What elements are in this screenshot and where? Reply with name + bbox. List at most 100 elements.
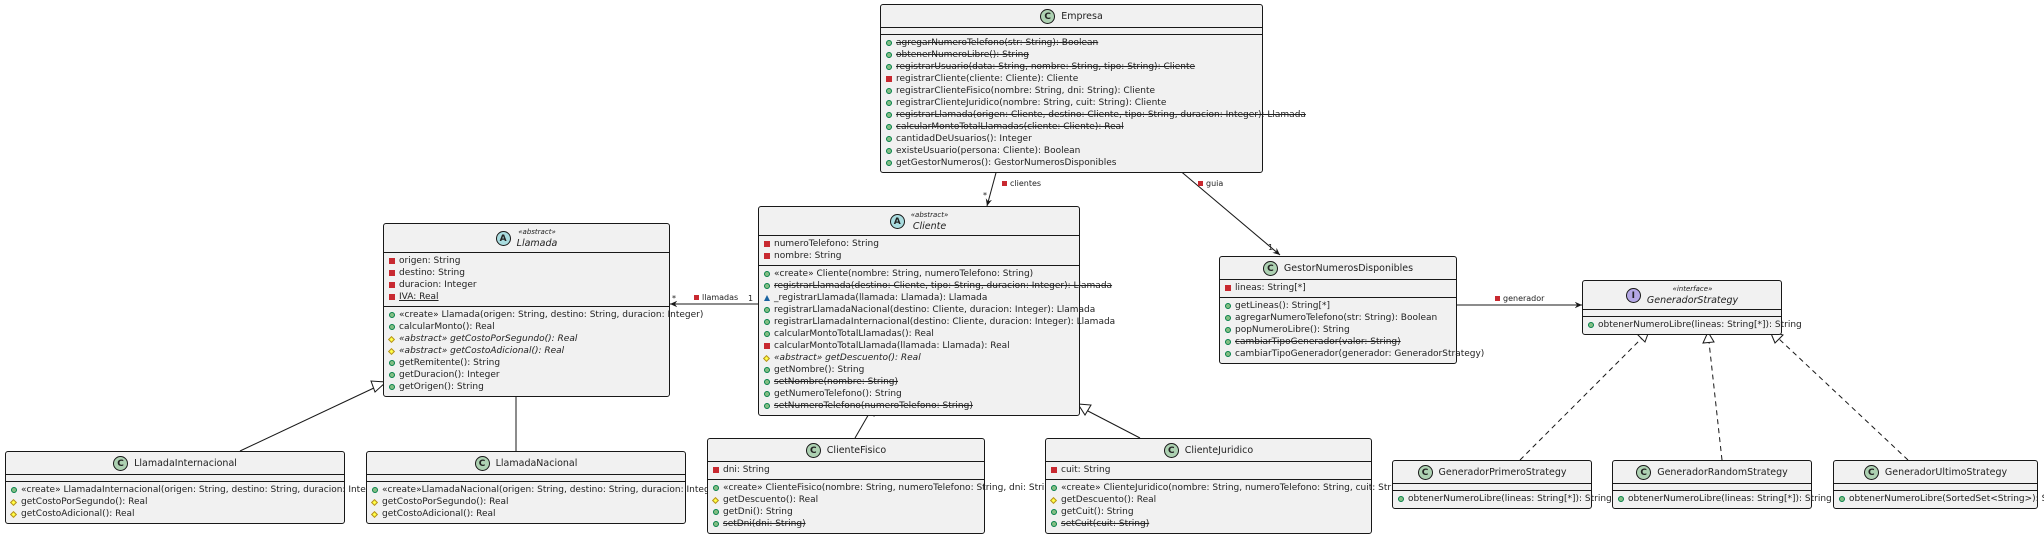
method-text: calcularMontoTotalLlamada(llamada: Llama… <box>774 341 1010 351</box>
method-text: getCostoPorSegundo(): Real <box>21 497 148 507</box>
method-row: «abstract» getCostoAdicional(): Real <box>384 345 669 357</box>
method-row: «create»LlamadaNacional(origen: String, … <box>367 484 722 496</box>
attribute-row: duracion: Integer <box>384 279 669 291</box>
method-text: setDni(dni: String) <box>723 519 806 529</box>
method-row: getDni(): String <box>708 506 984 518</box>
method-text: agregarNumeroTelefono(str: String): Bool… <box>1235 313 1438 323</box>
public-visibility-icon <box>886 40 892 46</box>
method-text: calcularMontoTotalLlamadas(): Real <box>774 329 934 339</box>
method-row: registrarLlamada(destino: Cliente, tipo:… <box>759 280 1112 292</box>
class-name: GeneradorPrimeroStrategy <box>1438 466 1567 478</box>
class-icon: C <box>1040 8 1056 24</box>
method-row: registrarClienteJuridico(nombre: String,… <box>881 97 1262 109</box>
private-visibility-icon <box>764 253 770 259</box>
method-row: getNumeroTelefono(): String <box>759 388 1079 400</box>
method-row: registrarLlamada(origen: Cliente, destin… <box>881 109 1306 121</box>
public-visibility-icon <box>886 100 892 106</box>
edge-label-llamadas: llamadas <box>694 293 738 302</box>
method-text: setNumeroTelefono(numeroTelefono: String… <box>774 401 973 411</box>
method-text: getNumeroTelefono(): String <box>774 389 902 399</box>
attribute-text: lineas: String[*] <box>1235 283 1306 293</box>
abstract-class-icon: A <box>495 230 511 246</box>
attribute-row: IVA: Real <box>384 291 669 303</box>
private-visibility-icon <box>389 270 395 276</box>
protected-visibility-icon <box>9 498 18 506</box>
methods-section: «create» Llamada(origen: String, destino… <box>384 307 703 396</box>
attributes-section: lineas: String[*] <box>1220 280 1456 298</box>
public-visibility-icon <box>764 331 770 337</box>
method-row: setNombre(nombre: String) <box>759 376 1079 388</box>
class-name: GeneradorStrategy <box>1646 295 1739 306</box>
public-visibility-icon <box>713 485 719 491</box>
method-row: _registrarLlamada(llamada: Llamada): Lla… <box>759 292 1079 304</box>
edge-label-clientes: clientes <box>1002 179 1041 188</box>
protected-visibility-icon <box>387 347 396 355</box>
private-visibility-icon <box>886 76 892 82</box>
class-stereotype: «abstract» <box>910 211 949 219</box>
private-visibility-icon <box>713 467 719 473</box>
attributes-section <box>881 28 1262 35</box>
mult-llamadas-dst: * <box>672 294 676 303</box>
attributes-section: dni: String <box>708 462 984 480</box>
attributes-section <box>6 475 344 482</box>
class-icon: C <box>1417 464 1433 480</box>
method-row: agregarNumeroTelefono(str: String): Bool… <box>881 37 1262 49</box>
public-visibility-icon <box>886 112 892 118</box>
method-text: calcularMonto(): Real <box>399 322 495 332</box>
method-text: getDescuento(): Real <box>723 495 819 505</box>
method-row: getNombre(): String <box>759 364 1079 376</box>
method-row: getCostoPorSegundo(): Real <box>6 496 344 508</box>
method-text: existeUsuario(persona: Cliente): Boolean <box>896 146 1081 156</box>
methods-section: «create» LlamadaInternacional(origen: St… <box>6 482 384 523</box>
method-row: «abstract» getDescuento(): Real <box>759 352 1079 364</box>
public-visibility-icon <box>1225 351 1231 357</box>
methods-section: agregarNumeroTelefono(str: String): Bool… <box>881 35 1306 172</box>
methods-section: obtenerNumeroLibre(lineas: String[*]): S… <box>1613 491 1832 508</box>
abstract-class-icon: A <box>889 213 905 229</box>
method-text: «abstract» getDescuento(): Real <box>774 353 921 363</box>
method-row: «create» ClienteJuridico(nombre: String,… <box>1046 482 1409 494</box>
method-text: cambiarTipoGenerador(valor: String) <box>1235 337 1401 347</box>
attribute-row: nombre: String <box>759 250 1079 262</box>
edge-realize-random <box>1708 341 1723 461</box>
public-visibility-icon <box>389 324 395 330</box>
method-text: setNombre(nombre: String) <box>774 377 899 387</box>
methods-section: obtenerNumeroLibre(lineas: String[*]): S… <box>1583 317 1802 334</box>
attributes-section <box>1583 310 1781 317</box>
private-visibility-icon <box>389 294 395 300</box>
method-row: registrarLlamadaInternacional(destino: C… <box>759 316 1115 328</box>
method-text: getCostoAdicional(): Real <box>382 509 496 519</box>
class-header: C GeneradorPrimeroStrategy <box>1393 461 1591 484</box>
attribute-text: duracion: Integer <box>399 280 477 290</box>
method-row: getRemitente(): String <box>384 357 669 369</box>
method-row: getDuracion(): Integer <box>384 369 669 381</box>
method-row: obtenerNumeroLibre(SortedSet<String>): S… <box>1834 493 2044 505</box>
method-row: obtenerNumeroLibre(lineas: String[*]): S… <box>1393 493 1612 505</box>
method-text: registrarLlamadaNacional(destino: Client… <box>774 305 1096 315</box>
method-row: getDescuento(): Real <box>1046 494 1371 506</box>
class-generador-primero-strategy[interactable]: C GeneradorPrimeroStrategy obtenerNumeroLi… <box>1392 460 1612 509</box>
class-icon: C <box>113 455 129 471</box>
class-name: ClienteFisico <box>826 444 887 456</box>
class-name: Cliente <box>912 221 947 232</box>
method-text: popNumeroLibre(): String <box>1235 325 1350 335</box>
method-text: cantidadDeUsuarios(): Integer <box>896 134 1032 144</box>
class-name: GestorNumerosDisponibles <box>1283 262 1414 274</box>
public-visibility-icon <box>1051 509 1057 515</box>
public-visibility-icon <box>764 391 770 397</box>
